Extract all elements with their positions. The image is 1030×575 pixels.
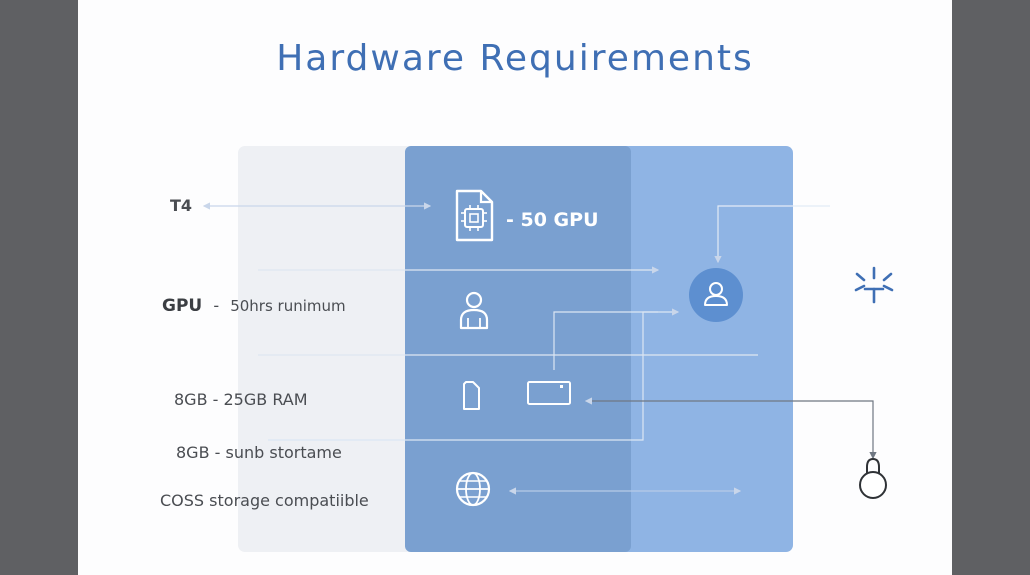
spark-icon	[854, 266, 894, 304]
label-coss: COSS storage compatiible	[160, 491, 369, 510]
page-title: Hardware Requirements	[276, 38, 754, 79]
label-gpu: GPU - 50hrs runimum	[162, 296, 346, 316]
lock-icon	[859, 457, 887, 499]
person-icon	[459, 291, 489, 330]
label-gpu-sep: -	[213, 296, 220, 315]
storage-connector	[268, 311, 658, 441]
panel-mid	[405, 146, 631, 552]
label-ram: 8GB - 25GB RAM	[174, 390, 308, 409]
slide-page: Hardware Requirements T4	[78, 0, 952, 575]
label-t4: T4	[170, 196, 193, 215]
label-gpu-value: 50hrs runimum	[230, 297, 346, 315]
lock-connector	[584, 397, 877, 460]
user-connector	[714, 205, 830, 264]
label-storage: 8GB - sunb stortame	[176, 443, 342, 462]
user-circle-icon	[689, 268, 743, 322]
chip-document-icon	[455, 189, 494, 242]
globe-icon	[455, 471, 491, 507]
device-icon	[463, 381, 480, 410]
center-gpu-text: - 50 GPU	[506, 209, 599, 231]
monitor-icon	[527, 381, 571, 405]
connector-lines	[202, 202, 877, 495]
monitor-connector	[553, 308, 680, 370]
label-gpu-key: GPU	[162, 296, 203, 316]
